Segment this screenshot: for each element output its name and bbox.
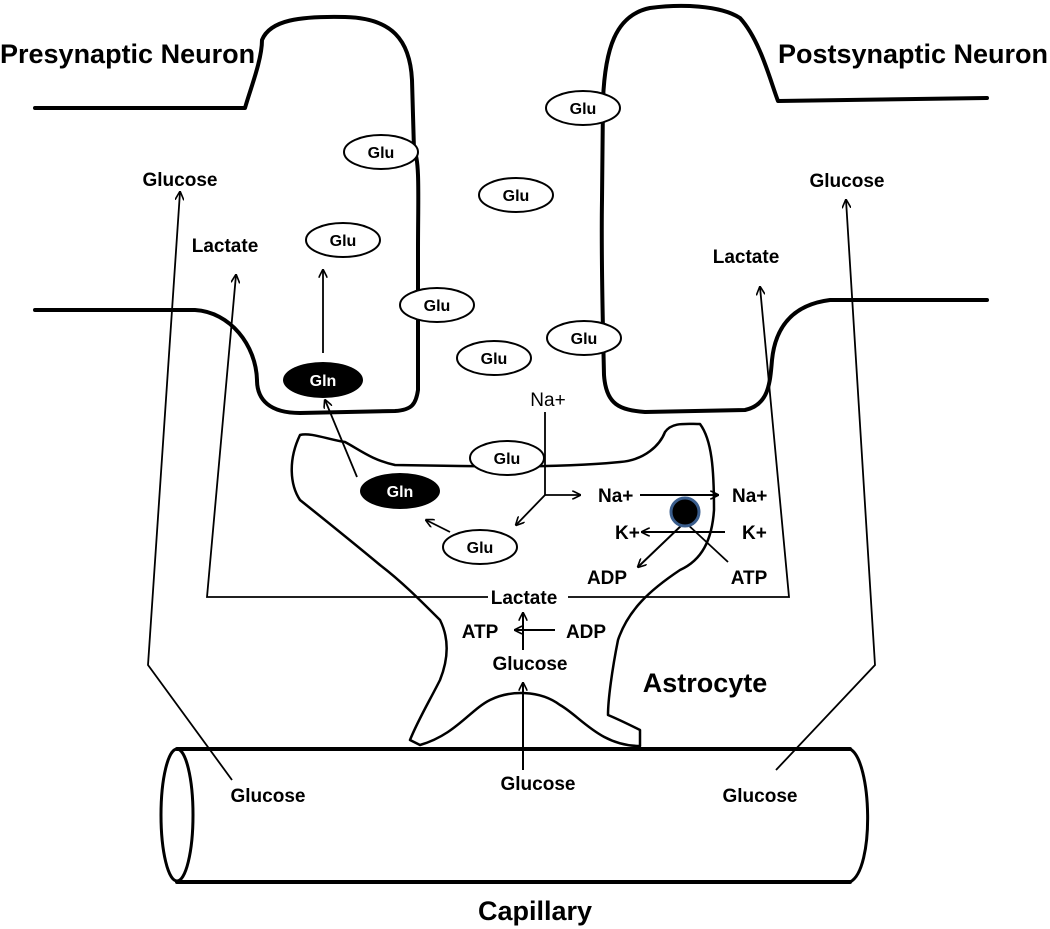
lactate-path-presynaptic <box>206 275 488 598</box>
glu-molecule <box>546 320 622 356</box>
gln-label: Gln <box>387 484 414 501</box>
na-intracellular-label: Na+ <box>598 486 633 507</box>
glu-label: Glu <box>494 451 521 468</box>
glu-label: Glu <box>570 101 597 118</box>
glu-molecule <box>442 529 518 565</box>
glu-label: Glu <box>368 145 395 162</box>
glu-molecule <box>305 222 381 258</box>
glu-molecule <box>399 287 475 323</box>
gln-molecule <box>360 473 440 509</box>
glu-label: Glu <box>467 540 494 557</box>
postsynaptic-glucose-label: Glucose <box>810 171 885 192</box>
glu-label: Glu <box>481 351 508 368</box>
na-extracellular-label: Na+ <box>530 390 565 411</box>
glu-vesicles: Glu Glu Glu Glu Glu Glu Glu Glu Glu <box>305 90 622 565</box>
capillary-right-end <box>849 747 870 884</box>
gln-label: Gln <box>310 373 337 390</box>
capillary-glucose-center: Glucose <box>501 774 576 795</box>
na-k-atpase-pump <box>669 496 701 528</box>
gln-molecules: Gln Gln <box>283 362 440 509</box>
lactate-path-postsynaptic <box>568 287 790 598</box>
na-extruded-label: Na+ <box>732 486 767 507</box>
glu-molecule <box>469 440 545 476</box>
glu-label: Glu <box>330 233 357 250</box>
atp-adp-pump-line <box>685 522 729 563</box>
pump-atp-label: ATP <box>731 568 768 589</box>
glucose-path-presynaptic <box>147 192 233 781</box>
glucose-path-postsynaptic <box>775 200 876 771</box>
glu-molecule <box>456 340 532 376</box>
glycolysis-atp-label: ATP <box>462 622 499 643</box>
presynaptic-neuron-title: Presynaptic Neuron <box>0 39 255 69</box>
glu-uptake-branch <box>516 494 546 525</box>
capillary-vessel <box>175 747 852 884</box>
glu-molecule <box>545 90 621 126</box>
gln-transfer-arrow <box>325 400 358 478</box>
pump-adp-arrow <box>638 522 685 567</box>
presynaptic-glucose-label: Glucose <box>143 170 218 191</box>
glu-molecule <box>478 177 554 213</box>
glu-molecule <box>343 134 419 170</box>
k-extracellular-label: K+ <box>742 523 767 544</box>
astrocyte-glucose-label: Glucose <box>493 654 568 675</box>
capillary-glucose-right: Glucose <box>723 786 798 807</box>
glu-label: Glu <box>571 331 598 348</box>
capillary-title: Capillary <box>478 896 592 926</box>
astrocyte-title: Astrocyte <box>643 668 768 698</box>
presynaptic-neuron-membrane <box>33 14 421 415</box>
glu-to-gln-arrow <box>426 520 451 533</box>
k-intracellular-label: K+ <box>615 523 640 544</box>
glu-label: Glu <box>424 298 451 315</box>
presynaptic-lactate-label: Lactate <box>192 236 259 257</box>
glu-label: Glu <box>503 188 530 205</box>
postsynaptic-neuron-title: Postsynaptic Neuron <box>778 39 1048 69</box>
gln-molecule <box>283 362 363 398</box>
capillary-glucose-left: Glucose <box>231 786 306 807</box>
postsynaptic-neuron-membrane <box>599 3 989 414</box>
glycolysis-adp-label: ADP <box>566 622 606 643</box>
astrocyte-lactate-label: Lactate <box>491 588 558 609</box>
pump-adp-label: ADP <box>587 568 627 589</box>
capillary-left-end <box>159 747 195 883</box>
postsynaptic-lactate-label: Lactate <box>713 247 780 268</box>
